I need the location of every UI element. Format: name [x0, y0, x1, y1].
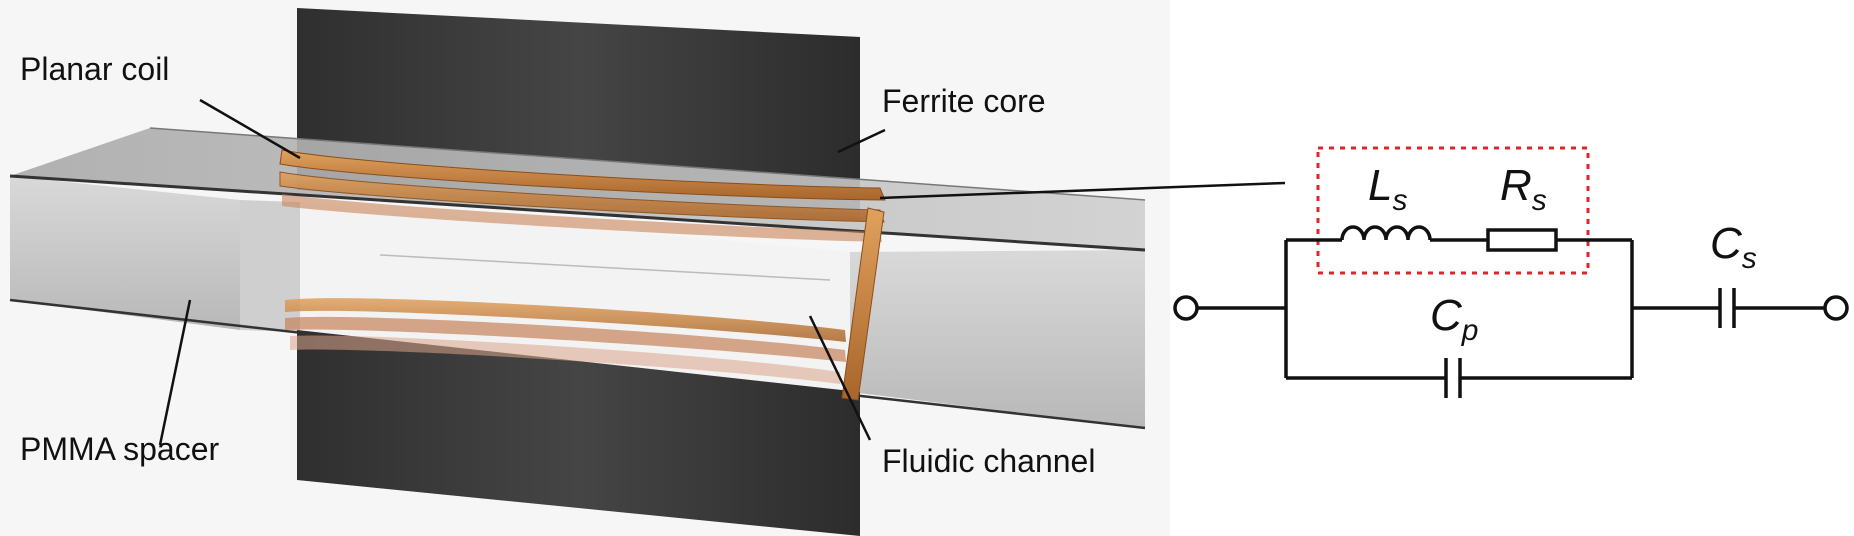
- pmma-spacer-left-inner: [240, 200, 300, 332]
- parallel-capacitor-label: Cp: [1430, 291, 1478, 347]
- slab-top-edge: [9, 174, 1146, 252]
- planar-coil-leader: [199, 98, 301, 160]
- right-terminal: [1823, 295, 1849, 321]
- equivalent-circuit: [1173, 146, 1849, 398]
- pmma-spacer-left: [10, 176, 240, 330]
- pmma-spacer-label: PMMA spacer: [20, 431, 220, 467]
- resistor-rs: [1486, 228, 1558, 252]
- resistor-label: Rs: [1500, 161, 1547, 217]
- pmma-spacer-leader: [158, 299, 192, 446]
- series-capacitor-label: Cs: [1710, 219, 1757, 275]
- planar-coil-label: Planar coil: [20, 51, 169, 87]
- pmma-spacer-right: [850, 250, 1145, 428]
- coil-to-circuit-line: [879, 181, 1286, 200]
- coil-vertical-lead: [841, 207, 885, 401]
- fluidic-channel-label: Fluidic channel: [882, 443, 1095, 479]
- planar-coil-upper: [279, 149, 886, 242]
- inductor-ls: [1340, 225, 1432, 241]
- left-terminal: [1173, 295, 1199, 321]
- inductor-label: Ls: [1368, 161, 1407, 217]
- device-illustration: Planar coil Ferrite core PMMA spacer Flu…: [9, 8, 1146, 536]
- coil-model-highlight-box: [1316, 146, 1590, 275]
- ferrite-core-leader: [837, 128, 886, 154]
- channel-top-line: [379, 254, 831, 281]
- fluidic-channel-leader: [808, 315, 872, 441]
- ferrite-core-lower: [297, 330, 860, 536]
- slab-top-back-edge: [149, 127, 1146, 201]
- planar-coil-lower: [285, 298, 846, 384]
- ferrite-core-label: Ferrite core: [882, 83, 1046, 119]
